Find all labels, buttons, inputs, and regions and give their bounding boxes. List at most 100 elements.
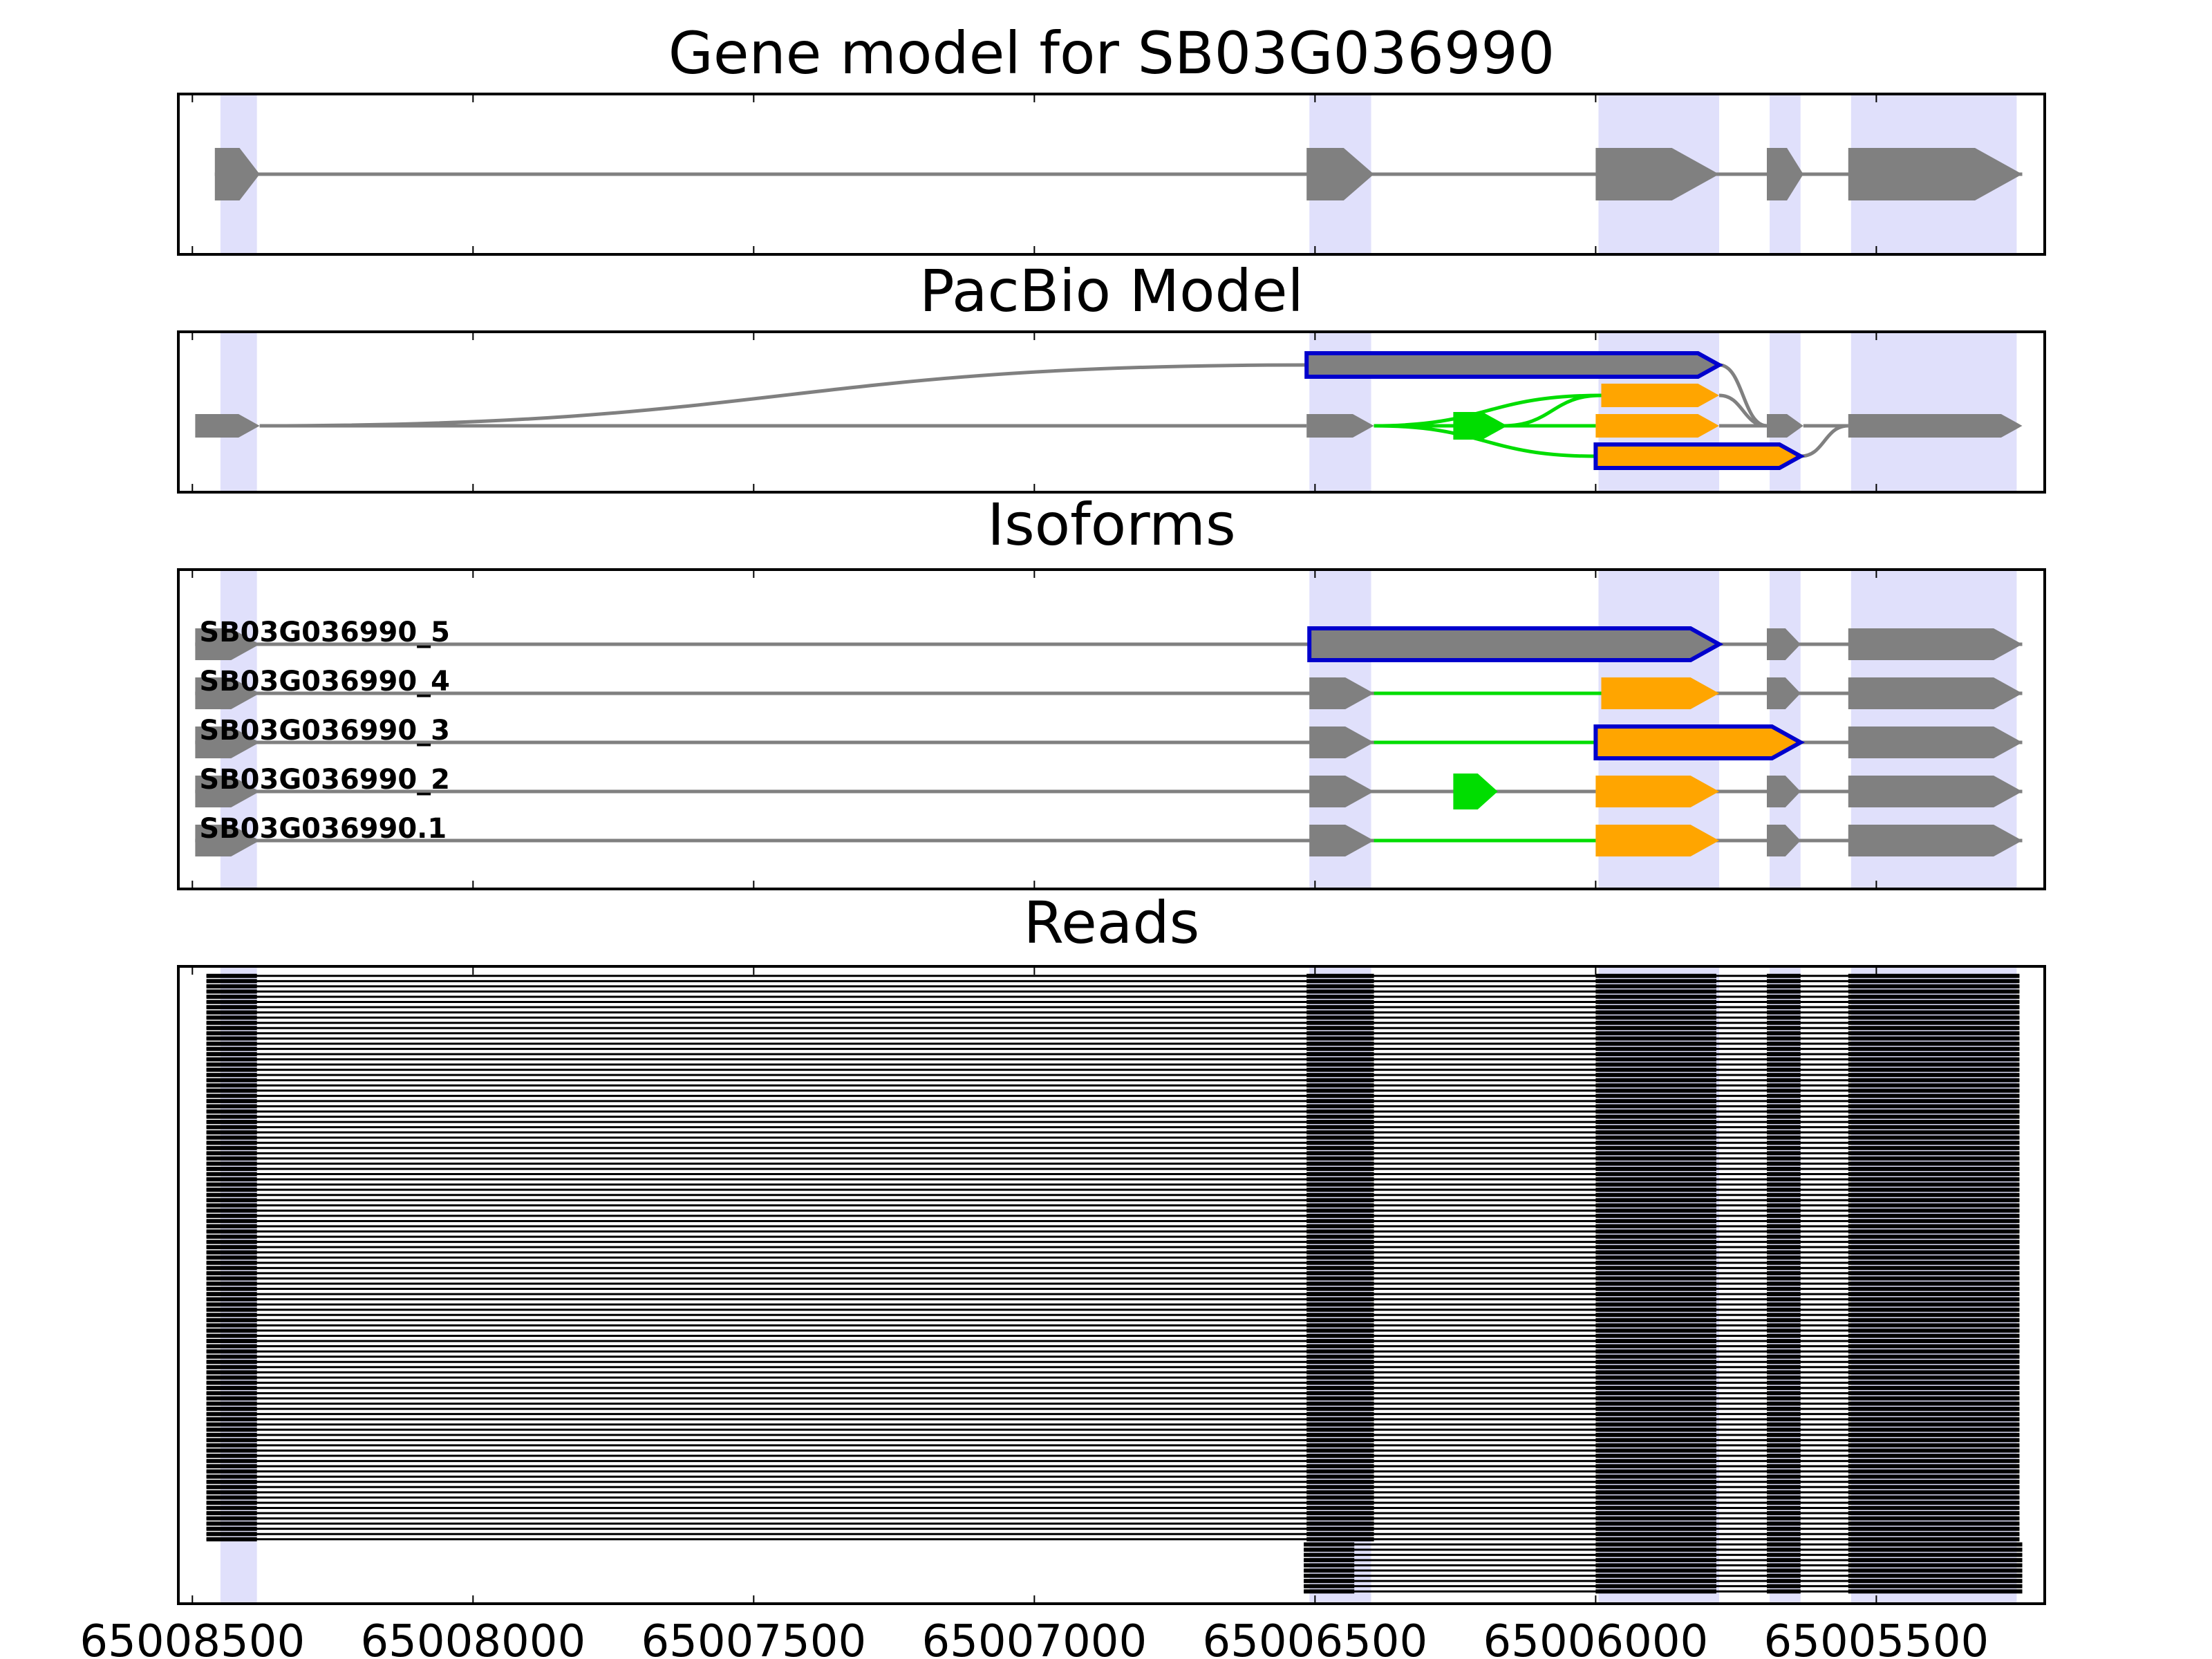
read-block [1595, 1448, 1716, 1453]
read-block [1767, 1141, 1801, 1145]
read-block [206, 1407, 257, 1412]
read-block [1848, 1271, 2020, 1275]
read-block [1767, 1145, 1801, 1150]
read-block [1848, 1026, 2020, 1031]
read-block [1767, 1307, 1801, 1312]
pacbio-exon-e3b [1601, 384, 1719, 407]
read-block [1848, 1047, 2020, 1051]
x-tick-label: 65007500 [641, 1616, 866, 1659]
read-block [1595, 1125, 1716, 1130]
read-block [1767, 1051, 1801, 1056]
read-block [1848, 1239, 2020, 1244]
read-block [206, 979, 257, 984]
read-block [1306, 1338, 1374, 1344]
read-block [1595, 1067, 1716, 1072]
read-block [1306, 1088, 1374, 1093]
read-block [206, 1010, 257, 1015]
read-block [1595, 1427, 1716, 1432]
read-block [1595, 1120, 1716, 1125]
read-block [206, 1537, 257, 1541]
read-block [1306, 1208, 1374, 1213]
read-block [1767, 1177, 1801, 1182]
read-block [1848, 1302, 2020, 1307]
read-block [1848, 1208, 2020, 1213]
read-block [1767, 1166, 1801, 1172]
x-tick-label: 65008500 [79, 1616, 305, 1659]
read-block [1304, 1573, 1355, 1578]
read-block [1306, 1073, 1374, 1078]
read-block [206, 1073, 257, 1078]
read-block [1595, 1506, 1716, 1510]
read-block [1767, 989, 1801, 994]
read-block [206, 1412, 257, 1416]
read-block [1767, 1380, 1801, 1385]
read-block [1767, 1302, 1801, 1307]
read-block [206, 1098, 257, 1103]
read-block [1848, 1141, 2020, 1145]
read-block [1848, 1333, 2020, 1338]
read-block [1767, 973, 1801, 978]
read-block [1306, 1255, 1374, 1260]
read-block [1848, 1266, 2020, 1271]
read-block [1848, 1427, 2020, 1432]
read-block [1767, 1401, 1801, 1406]
read-block [1306, 1276, 1374, 1281]
read-block [1767, 1260, 1801, 1265]
read-block [1306, 1005, 1374, 1010]
read-block [1767, 1015, 1801, 1020]
read-block [1767, 1135, 1801, 1140]
read-block [1767, 1354, 1801, 1359]
read-block [1767, 1125, 1801, 1130]
isoform-exon [195, 628, 260, 660]
read-block [206, 1385, 257, 1390]
splice-edge [1503, 393, 1602, 428]
read-block [1848, 1579, 2023, 1584]
read-block [1848, 994, 2020, 999]
read-block [1306, 1057, 1374, 1062]
pacbio-exon-e3c [1593, 442, 1805, 470]
isoform-exon [1453, 774, 1498, 809]
read-block [1767, 1062, 1801, 1067]
isoform-exon [195, 776, 260, 807]
read-block [1767, 1104, 1801, 1109]
read-block [206, 1260, 257, 1265]
read-block [1595, 1156, 1716, 1161]
read-block [1306, 1198, 1374, 1203]
read-block [1306, 1448, 1374, 1453]
read-block [206, 1000, 257, 1004]
read-block [1767, 1563, 1801, 1568]
read-block [1595, 1083, 1716, 1088]
pacbio-model-panel: PacBio Model [177, 257, 2046, 494]
read-block [1767, 1047, 1801, 1051]
read-block [206, 1422, 257, 1427]
read-block [1767, 1469, 1801, 1474]
read-block [1767, 1396, 1801, 1401]
read-block [1848, 1104, 2020, 1109]
read-block [206, 1448, 257, 1453]
read-block [206, 1062, 257, 1067]
read-block [206, 1469, 257, 1474]
read-block [1595, 1422, 1716, 1427]
read-block [1306, 1469, 1374, 1474]
read-block [1306, 1151, 1374, 1156]
read-block [206, 984, 257, 988]
read-block [1306, 1104, 1374, 1109]
read-block [1306, 1297, 1374, 1302]
read-block [1848, 1360, 2020, 1365]
gene-exon-4 [1767, 148, 1803, 200]
read-block [1767, 1584, 1801, 1588]
exon-highlight-1 [220, 332, 257, 492]
read-block [1848, 1109, 2020, 1114]
read-block [1306, 1490, 1374, 1494]
read-block [1595, 1479, 1716, 1484]
read-block [206, 1396, 257, 1401]
read-block [206, 1318, 257, 1322]
read-block [1595, 1229, 1716, 1234]
read-block [206, 1188, 257, 1192]
read-block [1306, 989, 1374, 994]
read-block [1306, 1495, 1374, 1500]
read-block [1848, 1448, 2020, 1453]
read-block [1767, 1537, 1801, 1541]
read-block [1848, 1328, 2020, 1333]
read-block [1595, 1114, 1716, 1119]
